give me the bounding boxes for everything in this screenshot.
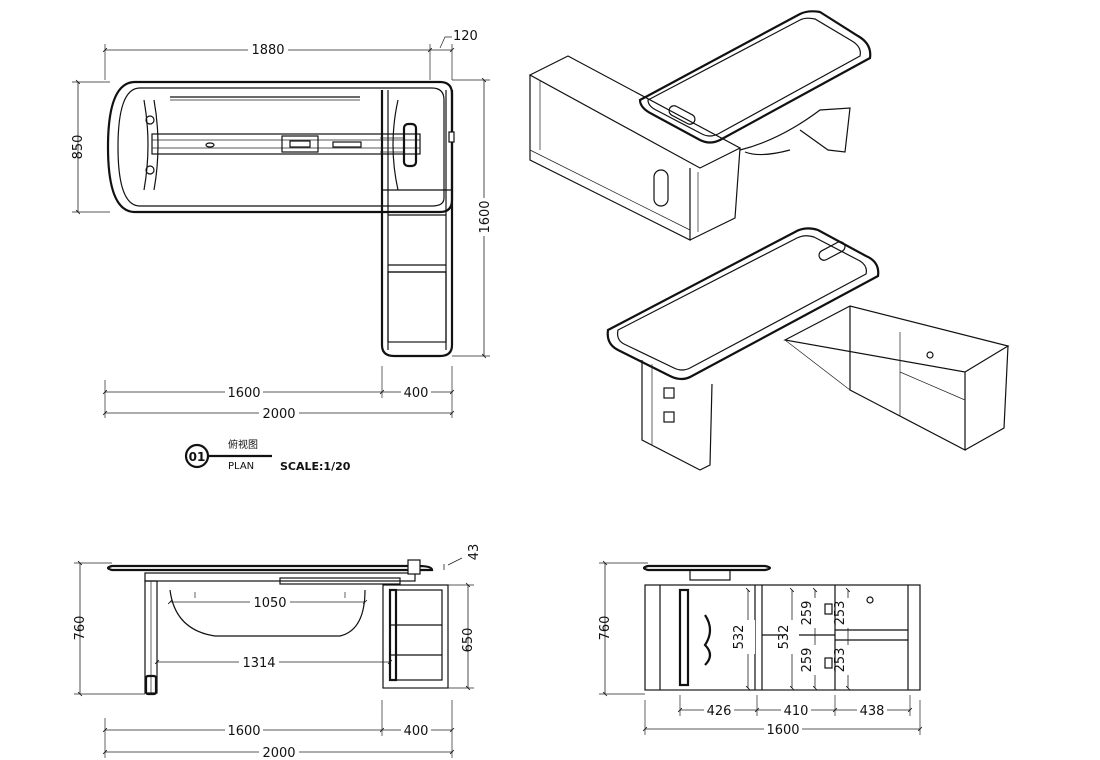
- plan-title-cn: 俯视图: [228, 438, 258, 451]
- dim-side-drawer-top: 253: [833, 601, 848, 626]
- isometric-view-front: [606, 227, 1010, 471]
- dim-side-shelf-top: 259: [800, 601, 815, 626]
- plan-desktop-inner: [117, 87, 445, 207]
- plan-title-en: PLAN: [228, 461, 254, 472]
- dim-front-return-width: 400: [404, 724, 429, 739]
- plan-beam: [151, 133, 421, 155]
- side-elevation: 760 532 532 259 259 253 253 426 410 438: [598, 560, 923, 738]
- dim-side-overall: 1600: [766, 723, 799, 738]
- dim-front-main-length: 1600: [227, 724, 260, 739]
- dim-plan-return-length: 1600: [478, 200, 493, 233]
- dim-side-inner-height-left: 532: [732, 625, 747, 650]
- dim-front-leg-span: 1314: [242, 656, 275, 671]
- plan-title-block: 01 俯视图 PLAN SCALE:1/20: [184, 438, 351, 473]
- dim-front-thickness: 43: [467, 544, 482, 561]
- plan-title-number: 01: [189, 450, 206, 464]
- isometric-view-back: [528, 10, 872, 241]
- dim-plan-depth: 850: [71, 135, 86, 160]
- dim-plan-overall-length: 2000: [262, 407, 295, 422]
- dim-side-drawer-bottom: 253: [833, 648, 848, 673]
- dim-front-cabinet-height: 650: [461, 628, 476, 653]
- dim-plan-top-width: 1880: [251, 43, 284, 58]
- dim-plan-overhang: 120: [453, 29, 478, 44]
- dim-plan-return-width: 400: [404, 386, 429, 401]
- plan-view: 1880 120 850 1600 1600 400 2000 01: [71, 29, 493, 473]
- dim-plan-main-length: 1600: [227, 386, 260, 401]
- dim-front-inner-width: 1050: [253, 596, 286, 611]
- plan-title-scale: SCALE:1/20: [280, 460, 351, 473]
- plan-desktop-outline: [106, 80, 454, 214]
- dim-side-shelf-bottom: 259: [800, 648, 815, 673]
- dim-side-height: 760: [598, 616, 613, 641]
- dim-side-bay-3: 438: [860, 704, 885, 719]
- dim-front-overall-length: 2000: [262, 746, 295, 760]
- dim-side-bay-1: 426: [707, 704, 732, 719]
- dim-side-inner-height-mid: 532: [777, 625, 792, 650]
- dim-front-height: 760: [73, 616, 88, 641]
- front-elevation: 43 760 1050 1314 650 1600 400 2000: [73, 544, 482, 760]
- dim-side-bay-2: 410: [784, 704, 809, 719]
- plan-return-outline: [380, 90, 454, 358]
